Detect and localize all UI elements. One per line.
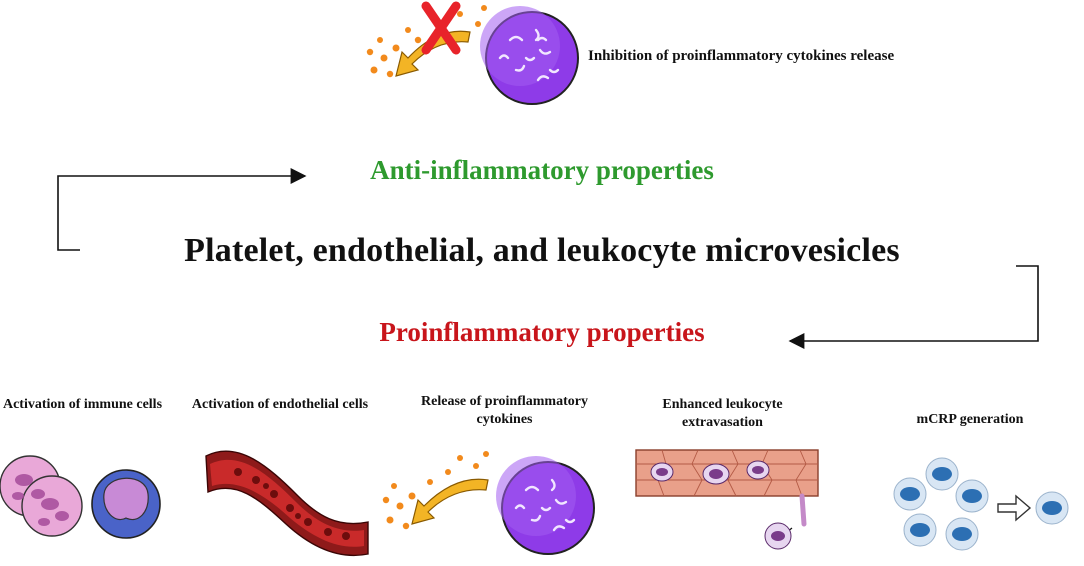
immune-cells-icon — [0, 455, 161, 539]
proinflammatory-label: Proinflammatory properties — [379, 317, 705, 347]
cytokine-release-icon — [382, 451, 595, 555]
neutrophil-icon — [0, 455, 83, 537]
crp-dissociation-icon — [893, 457, 1069, 551]
anti-inflammatory-label: Anti-inflammatory properties — [370, 155, 714, 185]
lymphocyte-icon — [91, 469, 161, 539]
conversion-arrow-icon — [997, 494, 1032, 522]
pentameric-crp-icon — [893, 457, 989, 551]
panel-caption-endothelial: Activation of endothelial cells — [191, 397, 369, 412]
pro-connector-arrow — [788, 265, 1039, 349]
microvesicles-title: Platelet, endothelial, and leukocyte mic… — [184, 232, 900, 269]
vessel-extravasation-icon — [635, 449, 819, 550]
top-blocked-release-illustration — [366, 1, 579, 105]
panel-caption-immune: Activation of immune cells — [2, 397, 163, 412]
panel-caption-mcrp: mCRP generation — [916, 412, 1024, 427]
leukocyte-cell-icon — [480, 6, 579, 105]
anti-connector-arrow — [57, 168, 307, 251]
panel-caption-extravasation: Enhanced leukocyte extravasation — [662, 397, 783, 430]
inhibition-caption: Inhibition of proinflammatory cytokines … — [588, 48, 895, 64]
monomeric-crp-icon — [1035, 491, 1069, 525]
blocked-release-x-icon — [421, 1, 461, 55]
blood-vessel-icon — [205, 450, 369, 556]
panel-caption-cytokines: Release of proinflammatory cytokines — [421, 394, 588, 427]
